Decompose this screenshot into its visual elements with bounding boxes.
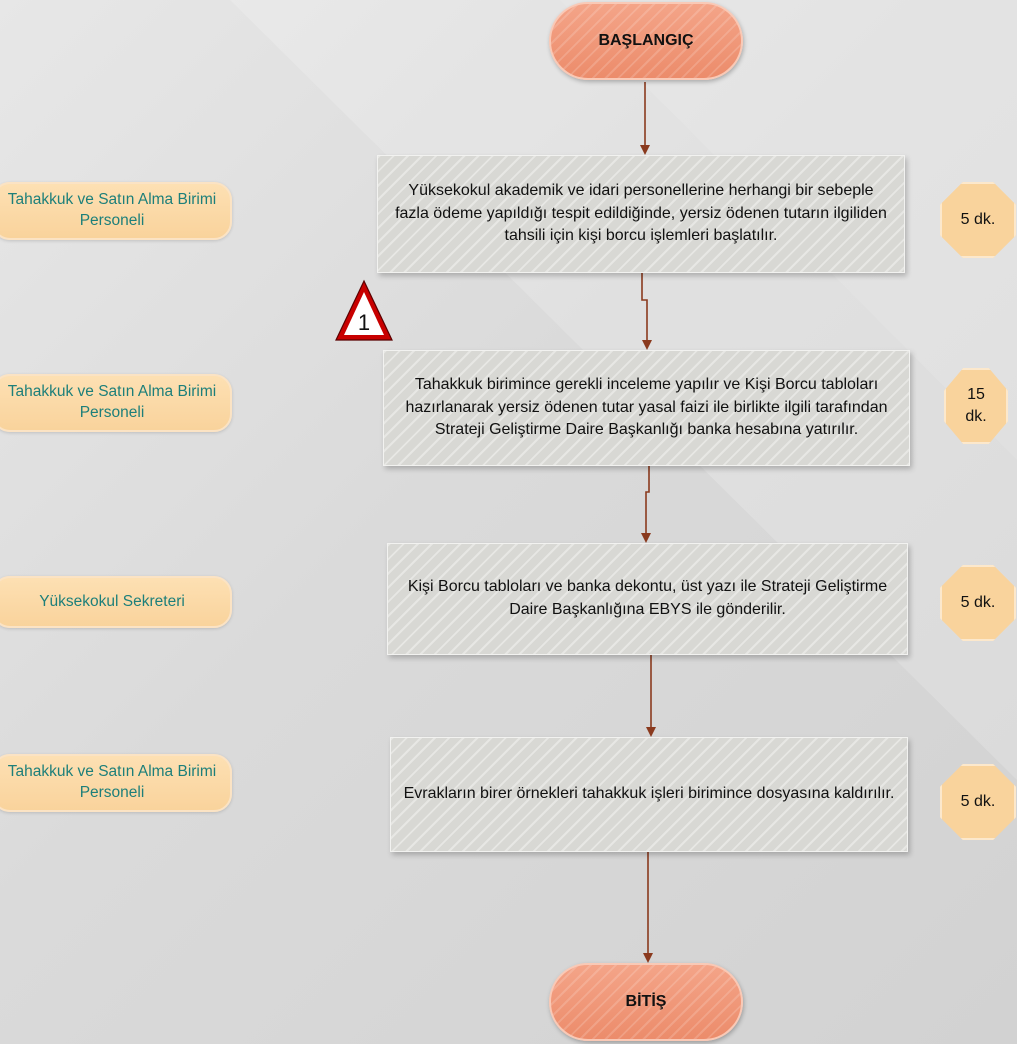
duration-text: 5 dk. xyxy=(960,593,996,611)
warning-triangle-icon xyxy=(335,279,393,341)
duration-badge-2: 15 dk. xyxy=(944,368,1008,444)
warning-number: 1 xyxy=(357,310,371,335)
process-step-text: Kişi Borcu tabloları ve banka dekontu, ü… xyxy=(407,578,888,618)
process-step-3: Kişi Borcu tabloları ve banka dekontu, ü… xyxy=(387,543,908,655)
process-step-2: Tahakkuk birimince gerekli inceleme yapı… xyxy=(383,350,910,466)
role-label-4: Tahakkuk ve Satın Alma Birimi Personeli xyxy=(0,754,232,812)
start-label: BAŞLANGIÇ xyxy=(598,32,694,49)
role-text: Tahakkuk ve Satın Alma Birimi Personeli xyxy=(7,383,217,421)
arrow-step2-to-step3 xyxy=(641,466,651,543)
start-terminal: BAŞLANGIÇ xyxy=(549,2,743,80)
duration-text: 5 dk. xyxy=(960,792,996,810)
role-text: Tahakkuk ve Satın Alma Birimi Personeli xyxy=(7,191,217,229)
process-step-text: Evrakların birer örnekleri tahakkuk işle… xyxy=(403,785,895,803)
duration-badge-3: 5 dk. xyxy=(940,565,1016,641)
process-step-1: Yüksekokul akademik ve idari personeller… xyxy=(377,155,905,273)
role-label-3: Yüksekokul Sekreteri xyxy=(0,576,232,628)
end-terminal: BİTİŞ xyxy=(549,963,743,1041)
role-label-1: Tahakkuk ve Satın Alma Birimi Personeli xyxy=(0,182,232,240)
duration-badge-4: 5 dk. xyxy=(940,764,1016,840)
duration-badge-1: 5 dk. xyxy=(940,182,1016,258)
process-step-text: Tahakkuk birimince gerekli inceleme yapı… xyxy=(405,375,888,439)
process-step-4: Evrakların birer örnekleri tahakkuk işle… xyxy=(390,737,908,852)
role-label-2: Tahakkuk ve Satın Alma Birimi Personeli xyxy=(0,374,232,432)
duration-text: 5 dk. xyxy=(960,210,996,228)
end-label: BİTİŞ xyxy=(625,993,667,1010)
role-text: Yüksekokul Sekreteri xyxy=(39,592,185,610)
process-step-text: Yüksekokul akademik ve idari personeller… xyxy=(395,181,887,245)
role-text: Tahakkuk ve Satın Alma Birimi Personeli xyxy=(7,763,217,801)
arrow-step1-to-step2 xyxy=(641,272,652,350)
duration-text: 15 dk. xyxy=(965,385,987,425)
